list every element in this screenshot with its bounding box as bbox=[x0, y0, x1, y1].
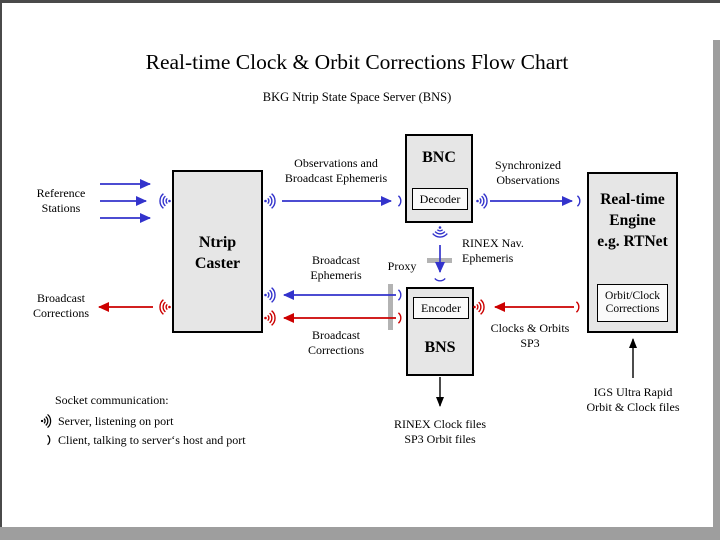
server-socket-icon-bnc-down bbox=[432, 225, 448, 238]
broadcast-corrections-out-label: Broadcast Corrections bbox=[33, 291, 89, 320]
orbit-clock-corrections-box: Orbit/Clock Corrections bbox=[597, 284, 668, 322]
synchronized-observations-label: Synchronized Observations bbox=[495, 158, 561, 187]
bns-label: BNS bbox=[424, 339, 456, 356]
page-title: Real-time Clock & Orbit Corrections Flow… bbox=[145, 50, 569, 74]
reference-stations-label: Reference Stations bbox=[36, 186, 86, 215]
slide-border-top bbox=[0, 0, 720, 3]
client-socket-icon-decoder-in bbox=[397, 195, 402, 207]
rinex-clock-sp3-files-label: RINEX Clock files SP3 Orbit files bbox=[394, 417, 486, 446]
bnc-box: BNC Decoder bbox=[405, 134, 473, 223]
broadcast-corrections-in-label: Broadcast Corrections bbox=[308, 328, 364, 357]
client-socket-icon-bns-ephemeris bbox=[397, 289, 402, 301]
ntrip-caster-label: Ntrip Caster bbox=[194, 234, 241, 272]
slide-shadow-right bbox=[713, 40, 720, 540]
client-socket-icon-engine-corrections-out bbox=[575, 301, 580, 313]
client-socket-icon-engine-in bbox=[576, 195, 581, 207]
server-socket-icon-caster-left-red bbox=[159, 299, 172, 315]
igs-ultra-rapid-label: IGS Ultra Rapid Orbit & Clock files bbox=[586, 385, 680, 414]
legend-server-text: Server, listening on port bbox=[58, 414, 174, 428]
broadcast-ephemeris-label: Broadcast Ephemeris bbox=[310, 253, 362, 282]
proxy-bar-vertical bbox=[388, 284, 393, 330]
server-socket-icon-caster-corrections-in bbox=[263, 310, 276, 326]
legend-client-socket-icon bbox=[46, 434, 51, 446]
client-socket-icon-bns-corrections bbox=[397, 312, 402, 324]
server-socket-icon-caster-left-blue bbox=[159, 192, 172, 210]
rt-engine-label: Real-time Engine e.g. RTNet bbox=[597, 191, 668, 250]
legend-server-socket-icon bbox=[40, 413, 52, 429]
page-subtitle: BKG Ntrip State Space Server (BNS) bbox=[262, 90, 452, 104]
legend-title: Socket communication: bbox=[55, 393, 169, 407]
legend-client-text: Client, talking to server‘s host and por… bbox=[58, 433, 246, 447]
proxy-bar-horizontal bbox=[427, 258, 452, 263]
proxy-label: Proxy bbox=[387, 259, 417, 273]
red-arrows bbox=[98, 302, 574, 323]
bns-box: Encoder BNS bbox=[406, 287, 474, 376]
slide-shadow-bottom bbox=[0, 527, 720, 540]
ntrip-caster-box: Ntrip Caster bbox=[172, 170, 263, 333]
rinex-nav-ephemeris-label: RINEX Nav. Ephemeris bbox=[462, 236, 524, 265]
client-socket-icon-bns-top bbox=[434, 277, 446, 282]
clocks-orbits-sp3-label: Clocks & Orbits SP3 bbox=[490, 321, 570, 350]
server-socket-icon-caster-obs-out bbox=[263, 192, 276, 210]
encoder-box: Encoder bbox=[413, 297, 469, 319]
rt-engine-box: Real-time Engine e.g. RTNet Orbit/Clock … bbox=[587, 172, 678, 333]
server-socket-icon-encoder-right bbox=[472, 299, 485, 315]
slide-border-left bbox=[0, 0, 2, 528]
decoder-box: Decoder bbox=[412, 188, 468, 210]
bnc-label: BNC bbox=[422, 149, 456, 166]
observations-broadcast-ephemeris-label: Observations and Broadcast Ephemeris bbox=[284, 156, 388, 185]
server-socket-icon-decoder-out bbox=[475, 192, 488, 210]
server-socket-icon-caster-ephemeris-in bbox=[263, 287, 276, 303]
